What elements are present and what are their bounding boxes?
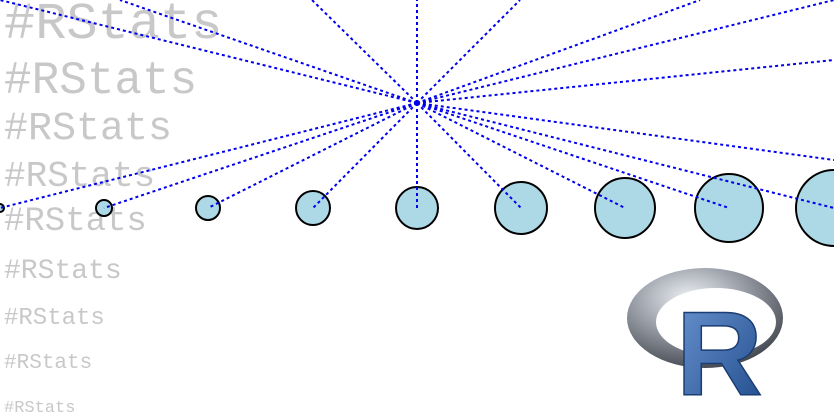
ray-line bbox=[416, 102, 730, 209]
hashtag-text: #RStats bbox=[4, 107, 172, 152]
circle-marker bbox=[494, 181, 548, 235]
ray-line bbox=[416, 59, 834, 104]
hashtag-text: #RStats bbox=[4, 305, 105, 332]
hashtag-text: #RStats bbox=[4, 203, 147, 241]
ray-line bbox=[416, 0, 701, 104]
circle-marker bbox=[795, 169, 834, 247]
ray-line bbox=[119, 0, 418, 104]
ray-line bbox=[416, 102, 834, 161]
ray-line bbox=[416, 0, 834, 104]
circle-row bbox=[0, 169, 834, 247]
r-logo: R bbox=[627, 268, 783, 417]
hashtag-text: #RStats bbox=[4, 55, 197, 107]
hashtag-text: #RStats bbox=[4, 256, 122, 287]
ray-line bbox=[416, 102, 522, 209]
ray-line bbox=[312, 102, 418, 209]
r-logo-letter: R bbox=[676, 287, 763, 417]
r-logo-ring-hole bbox=[656, 288, 776, 356]
hashtag-text: #RStats bbox=[4, 399, 75, 417]
ray-line bbox=[311, 0, 418, 104]
circle-marker bbox=[594, 177, 656, 239]
circle-marker bbox=[295, 190, 331, 226]
ray-line bbox=[416, 0, 521, 104]
hashtag-text: #RStats bbox=[4, 352, 92, 375]
ray-line bbox=[207, 102, 418, 209]
hashtag-text: #RStats bbox=[4, 156, 155, 197]
ray-lines bbox=[0, 0, 834, 209]
ray-line bbox=[416, 102, 626, 209]
ray-line bbox=[103, 102, 418, 209]
circle-marker bbox=[195, 195, 221, 221]
hashtag-text-column: #RStats#RStats#RStats#RStats#RStats#RSta… bbox=[4, 0, 222, 417]
circle-marker bbox=[694, 173, 764, 243]
